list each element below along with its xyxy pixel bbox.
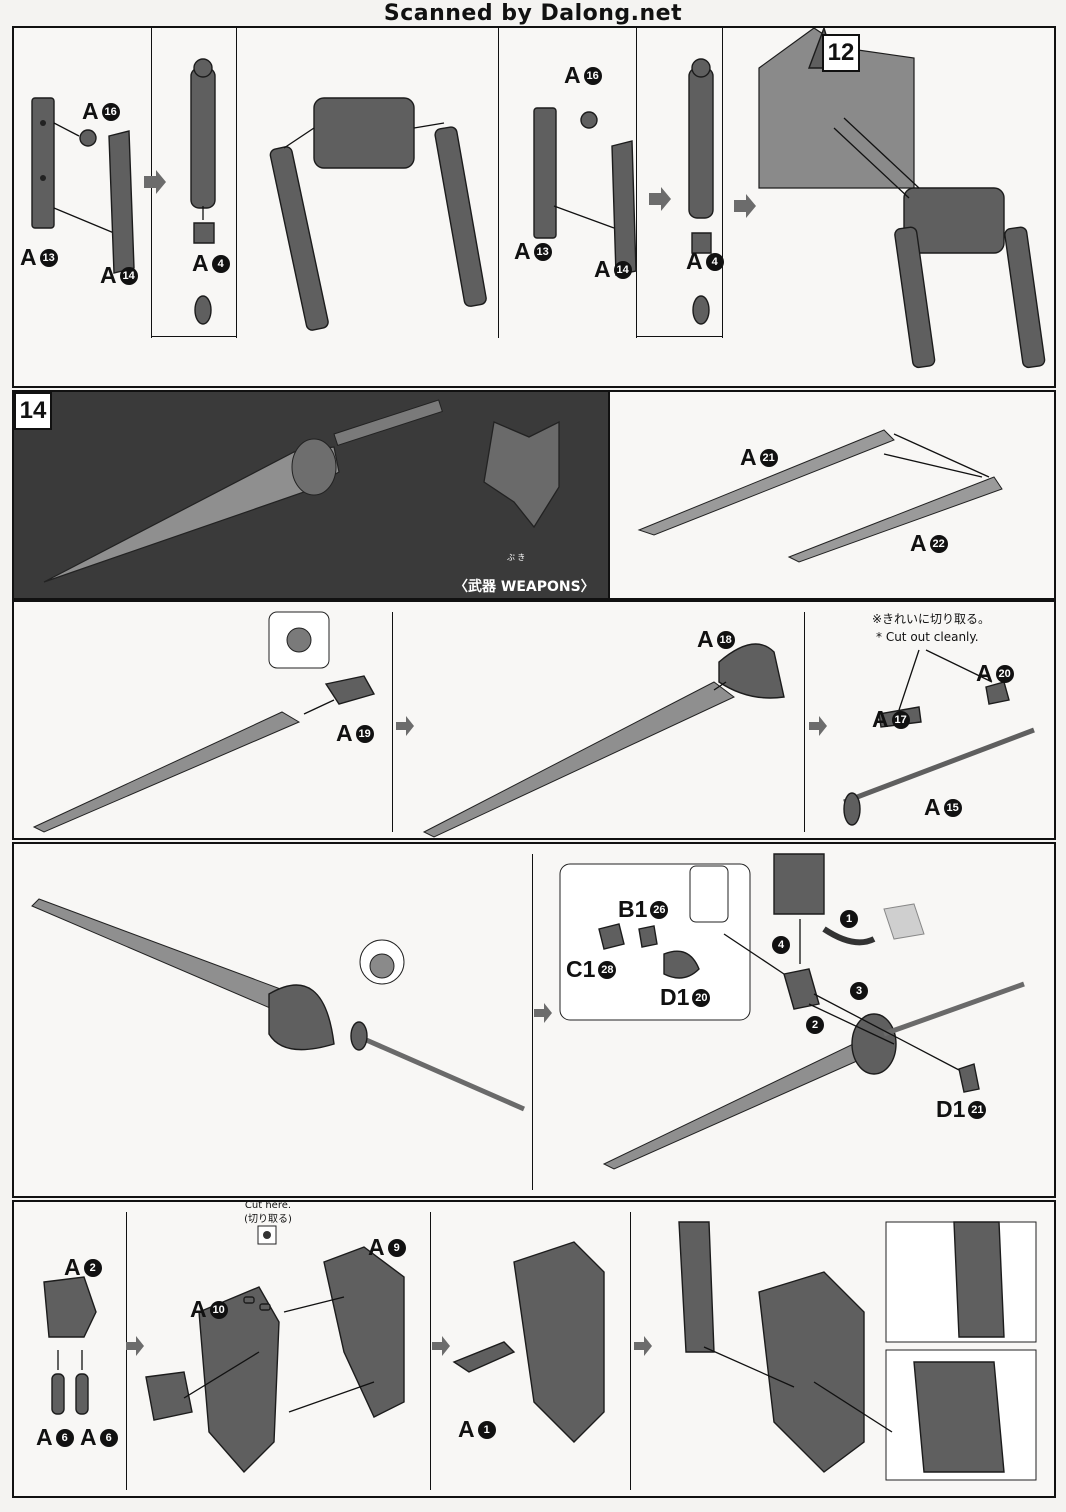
cut-cleanly-note-en: * Cut out cleanly. (876, 630, 979, 644)
part-label-a9: A (368, 1234, 385, 1260)
part-label-d1-20: D1 (660, 984, 690, 1010)
weapons-furigana: ぶ き (507, 553, 526, 562)
part-label-a14-mid: A (594, 256, 611, 282)
part-label-d1-21: D1 (936, 1096, 966, 1122)
scan-watermark: Scanned by Dalong.net (383, 0, 683, 26)
part-label-a4-mid: A (686, 248, 703, 274)
part-label-a19: A (336, 720, 353, 746)
spear-parts-diagram (32, 611, 1035, 838)
weapons-label: 〈武器 WEAPONS〉 (454, 579, 595, 595)
part-label-a20: A (976, 660, 993, 686)
part-label-a16-mid: A (564, 62, 581, 88)
step-number-14: 14 (14, 392, 52, 430)
weapons-diagram (43, 399, 1003, 583)
leg-parts-diagram (31, 28, 1046, 369)
cut-here-note-jp: (切り取る) (244, 1214, 292, 1225)
part-label-a22: A (910, 530, 927, 556)
step-number-12: 12 (822, 34, 860, 72)
part-label-b1: B1 (618, 896, 648, 922)
part-label-a2: A (64, 1254, 81, 1280)
part-label-a17: A (872, 706, 889, 732)
part-label-a13-mid: A (514, 238, 531, 264)
order-2: 2 (806, 1016, 824, 1034)
part-label-a4: A (192, 250, 209, 276)
part-label-a15: A (924, 794, 941, 820)
part-label-a21: A (740, 444, 757, 470)
cut-here-note-en: Cut here. (244, 1200, 292, 1211)
part-label-a18: A (697, 626, 714, 652)
spear-grip-diagram (31, 853, 1025, 1170)
order-4: 4 (772, 936, 790, 954)
part-label-a16: A (82, 98, 99, 124)
part-label-a6-right: A (80, 1424, 97, 1450)
part-label-a1: A (458, 1416, 475, 1442)
shield-parts-diagram (43, 1221, 1037, 1481)
part-label-a6-left: A (36, 1424, 53, 1450)
order-3: 3 (850, 982, 868, 1000)
part-label-a13: A (20, 244, 37, 270)
order-1: 1 (840, 910, 858, 928)
cut-cleanly-note-jp: ※きれいに切り取る。 (872, 612, 991, 626)
part-label-a14: A (100, 262, 117, 288)
part-label-a10: A (190, 1296, 207, 1322)
part-label-c1: C1 (566, 956, 596, 982)
